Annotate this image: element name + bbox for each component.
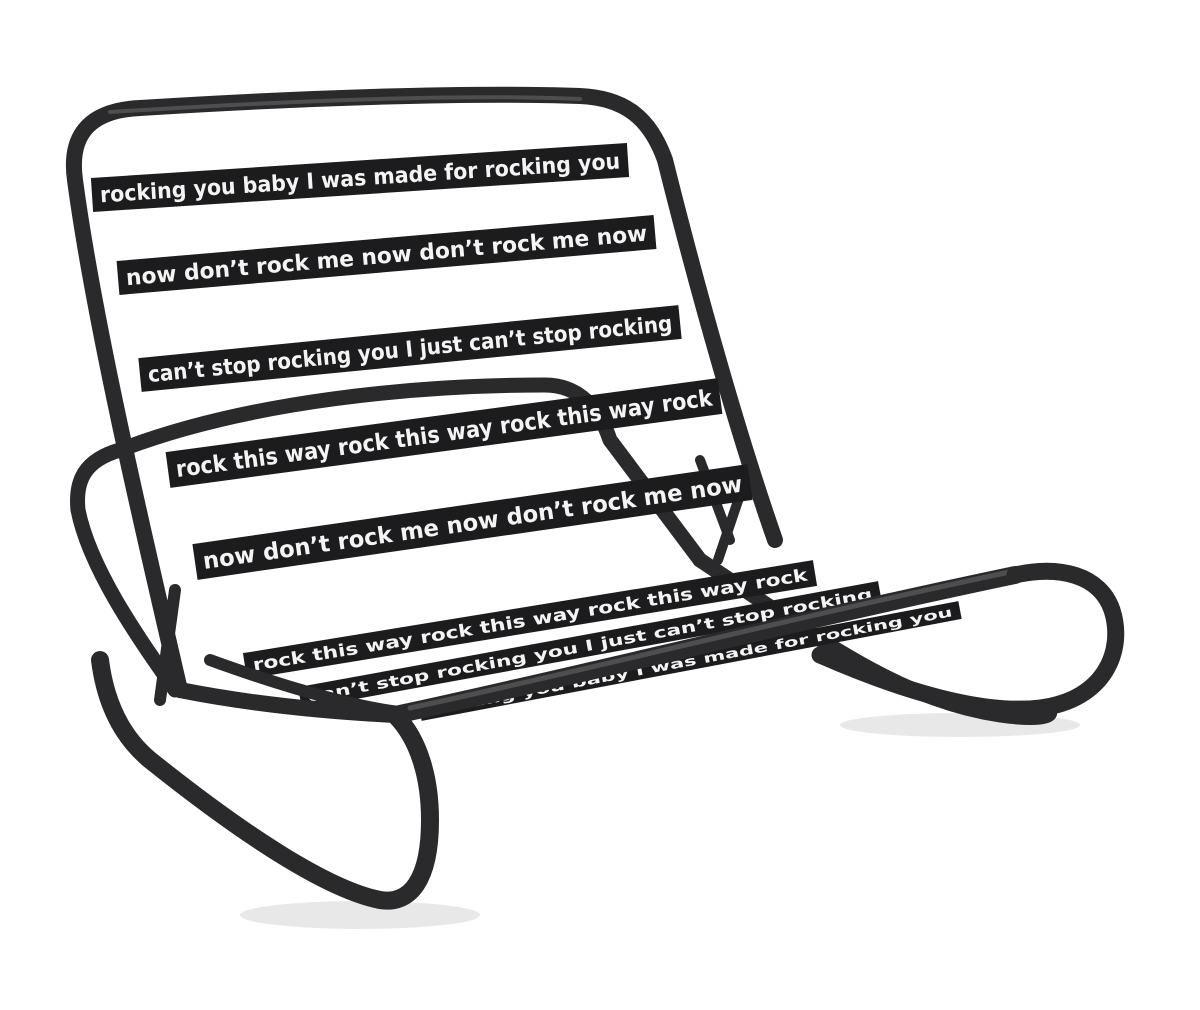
strap-2: now don’t rock me now don’t rock me now (116, 215, 657, 295)
strap-band (192, 464, 753, 580)
strap-band (90, 143, 630, 212)
strap-band (165, 378, 723, 488)
strap-3: can’t stop rocking you I just can’t stop… (138, 305, 682, 392)
strap-band (418, 601, 962, 721)
strap-band (138, 305, 682, 392)
straps-layer: rocking you baby I was made for rocking … (90, 143, 962, 721)
strap-text: now don’t rock me now don’t rock me now (201, 472, 744, 575)
strap-band (298, 581, 882, 709)
floor-shadow-left (240, 901, 480, 929)
strap-band (116, 215, 657, 295)
strap-band (242, 560, 818, 679)
seat-back-frame (65, 86, 783, 698)
front-frame (91, 562, 1125, 910)
strap-text: rocking you baby I was made for rocking … (99, 149, 621, 208)
strap-1: rocking you baby I was made for rocking … (90, 143, 630, 212)
